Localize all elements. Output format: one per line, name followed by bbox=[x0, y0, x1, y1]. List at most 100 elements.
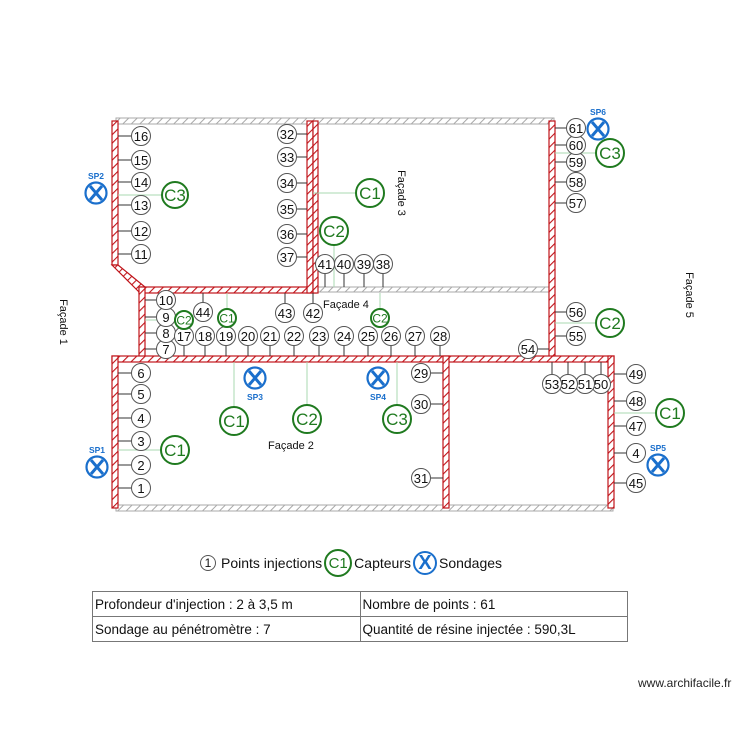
injection-point: 41 bbox=[315, 254, 335, 274]
capteur-marker: C2 bbox=[319, 216, 349, 246]
svg-text:17: 17 bbox=[177, 329, 191, 344]
legend-points-label: Points injections bbox=[221, 555, 323, 571]
legend: 1 Points injections C1 Capteurs X Sondag… bbox=[200, 549, 502, 577]
facade-4-label: Façade 4 bbox=[323, 299, 369, 311]
svg-text:41: 41 bbox=[318, 257, 332, 272]
capteur-marker: C3 bbox=[382, 404, 412, 434]
svg-text:C1: C1 bbox=[359, 184, 381, 203]
svg-text:23: 23 bbox=[312, 329, 326, 344]
svg-text:27: 27 bbox=[408, 329, 422, 344]
injection-point: 9 bbox=[156, 307, 176, 327]
svg-text:32: 32 bbox=[280, 127, 294, 142]
svg-text:C3: C3 bbox=[164, 186, 186, 205]
injection-point: 61 bbox=[566, 118, 586, 138]
svg-text:53: 53 bbox=[545, 377, 559, 392]
injection-point: 35 bbox=[277, 199, 297, 219]
svg-text:60: 60 bbox=[569, 138, 583, 153]
svg-text:42: 42 bbox=[306, 306, 320, 321]
injection-point: 4 bbox=[131, 408, 151, 428]
capteur-marker: C2 bbox=[292, 404, 322, 434]
sondage-icon: X bbox=[412, 551, 437, 575]
injection-point: 43 bbox=[275, 303, 295, 323]
injection-point: 34 bbox=[277, 173, 297, 193]
injection-point: 54 bbox=[518, 339, 538, 359]
legend-sondages-label: Sondages bbox=[438, 555, 503, 571]
svg-text:C3: C3 bbox=[386, 410, 408, 429]
injection-point: 36 bbox=[277, 224, 297, 244]
svg-text:C2: C2 bbox=[176, 314, 192, 328]
svg-text:21: 21 bbox=[263, 329, 277, 344]
capteur-marker: C3 bbox=[595, 138, 625, 168]
injection-point: 21 bbox=[260, 326, 280, 346]
injection-point: 6 bbox=[131, 363, 151, 383]
svg-text:28: 28 bbox=[433, 329, 447, 344]
injection-point: 14 bbox=[131, 172, 151, 192]
point-count: Nombre de points : 61 bbox=[359, 591, 628, 617]
injection-point: 26 bbox=[381, 326, 401, 346]
injection-point: 60 bbox=[566, 135, 586, 155]
svg-text:5: 5 bbox=[137, 387, 144, 402]
injection-point: 44 bbox=[193, 302, 213, 322]
svg-text:SP5: SP5 bbox=[650, 443, 666, 453]
sondage-marker: SP2 bbox=[84, 171, 108, 205]
injection-point: 51 bbox=[575, 374, 595, 394]
svg-text:25: 25 bbox=[361, 329, 375, 344]
injection-point: 58 bbox=[566, 172, 586, 192]
svg-text:19: 19 bbox=[219, 329, 233, 344]
svg-text:C1: C1 bbox=[659, 404, 681, 423]
svg-text:24: 24 bbox=[337, 329, 351, 344]
svg-text:38: 38 bbox=[376, 257, 390, 272]
svg-text:C2: C2 bbox=[323, 222, 345, 241]
svg-text:13: 13 bbox=[134, 198, 148, 213]
injection-point: 28 bbox=[430, 326, 450, 346]
svg-text:31: 31 bbox=[414, 471, 428, 486]
injection-point: 57 bbox=[566, 193, 586, 213]
svg-text:56: 56 bbox=[569, 305, 583, 320]
injection-point-icon: 1 bbox=[200, 555, 216, 571]
resin-quantity: Quantité de résine injectée : 590,3L bbox=[359, 616, 628, 642]
svg-text:2: 2 bbox=[137, 458, 144, 473]
capteur-marker: C1 bbox=[219, 406, 249, 436]
svg-text:61: 61 bbox=[569, 121, 583, 136]
svg-text:16: 16 bbox=[134, 129, 148, 144]
injection-point: 11 bbox=[131, 244, 151, 264]
capteur-marker: C2 bbox=[595, 308, 625, 338]
injection-point: 29 bbox=[411, 363, 431, 383]
injection-point: 50 bbox=[591, 374, 611, 394]
facade-1-label: Façade 1 bbox=[57, 299, 69, 345]
svg-text:C1: C1 bbox=[223, 412, 245, 431]
injection-point: 31 bbox=[411, 468, 431, 488]
svg-text:11: 11 bbox=[134, 247, 148, 262]
svg-text:6: 6 bbox=[137, 366, 144, 381]
svg-text:55: 55 bbox=[569, 329, 583, 344]
injection-point: 42 bbox=[303, 303, 323, 323]
svg-text:3: 3 bbox=[137, 434, 144, 449]
info-table: Profondeur d'injection : 2 à 3,5 m Nombr… bbox=[92, 591, 628, 642]
legend-capteurs-label: Capteurs bbox=[354, 555, 411, 571]
injection-point: 10 bbox=[156, 290, 176, 310]
injection-point: 48 bbox=[626, 391, 646, 411]
capteur-marker: C2 bbox=[174, 310, 194, 330]
svg-text:1: 1 bbox=[137, 481, 144, 496]
svg-text:43: 43 bbox=[278, 306, 292, 321]
credit-link[interactable]: www.archifacile.fr bbox=[638, 676, 732, 690]
svg-text:10: 10 bbox=[159, 293, 173, 308]
injection-point: 4 bbox=[626, 443, 646, 463]
injection-point: 18 bbox=[195, 326, 215, 346]
svg-text:33: 33 bbox=[280, 150, 294, 165]
injection-point: 49 bbox=[626, 364, 646, 384]
capteur-marker: C1 bbox=[355, 178, 385, 208]
capteur-icon: C1 bbox=[324, 549, 353, 577]
capteur-marker: C1 bbox=[217, 308, 237, 328]
injection-point: 32 bbox=[277, 124, 297, 144]
capteur-marker: C1 bbox=[655, 398, 685, 428]
injection-point: 39 bbox=[354, 254, 374, 274]
injection-point: 15 bbox=[131, 150, 151, 170]
svg-text:47: 47 bbox=[629, 419, 643, 434]
injection-point: 24 bbox=[334, 326, 354, 346]
svg-text:58: 58 bbox=[569, 175, 583, 190]
svg-text:C1: C1 bbox=[219, 312, 235, 326]
